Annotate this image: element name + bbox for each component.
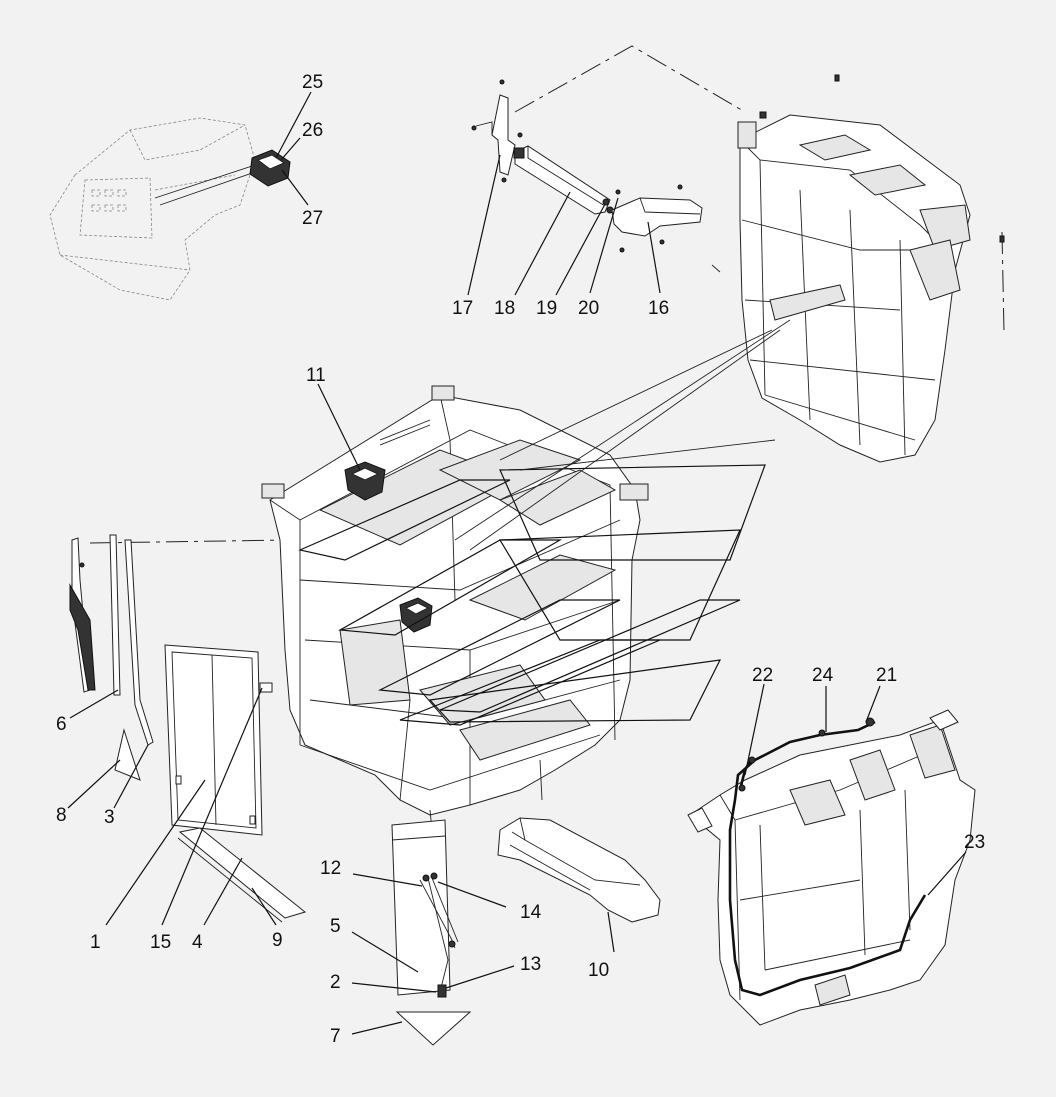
callout-11: 11: [306, 365, 326, 386]
callout-12: 12: [320, 858, 341, 879]
callout-3: 3: [104, 807, 115, 828]
cab-frame-lower-right: [687, 709, 976, 1026]
callout-26: 26: [302, 120, 323, 141]
callout-7: 7: [330, 1026, 341, 1047]
leader-link-1: [454, 319, 791, 541]
wiring-harness-21-22-23-24: [728, 717, 927, 997]
cab-frame-upper-right: [711, 74, 1005, 463]
callout-25: 25: [302, 72, 323, 93]
wiper-motor-front: [399, 597, 433, 633]
leader-lines: [67, 91, 967, 1035]
door-glass-1: [164, 644, 273, 836]
callout-13: 13: [520, 954, 541, 975]
callout-18: 18: [494, 298, 515, 319]
callout-15: 15: [150, 932, 171, 953]
callout-10: 10: [588, 960, 609, 981]
callout-24: 24: [812, 665, 834, 686]
wiper-blade-6: [69, 537, 96, 693]
rear-window-5: [391, 819, 451, 996]
callout-8: 8: [56, 805, 67, 826]
leader-link-5: [539, 759, 543, 801]
air-duct-10: [497, 817, 661, 923]
callout-19: 19: [536, 298, 557, 319]
seal-strip-3: [109, 534, 154, 746]
callout-5: 5: [330, 916, 341, 937]
callout-17: 17: [452, 298, 473, 319]
callout-14: 14: [520, 902, 542, 923]
callout-21: 21: [876, 665, 897, 686]
film-7: [395, 1011, 472, 1046]
cover-16: [611, 184, 703, 253]
leader-link-2: [469, 329, 781, 551]
wiper-motor-11: [344, 461, 386, 501]
decal-stripes: [298, 464, 766, 726]
callout-9: 9: [272, 930, 283, 951]
leader-link-4: [519, 439, 776, 471]
callout-27: 27: [302, 208, 323, 229]
assembly-line-right: [1001, 231, 1005, 333]
callout-16: 16: [648, 298, 669, 319]
callout-4: 4: [192, 932, 203, 953]
leader-link-3: [499, 329, 773, 461]
callout-23: 23: [964, 832, 985, 853]
callout-20: 20: [578, 298, 599, 319]
switch-25-26-27: [249, 149, 291, 187]
callout-6: 6: [56, 714, 67, 735]
wiper-arm-12-13-14: [419, 872, 459, 998]
bracket-17: [471, 79, 523, 183]
callout-1: 1: [90, 932, 101, 953]
duct-18: [513, 145, 611, 215]
callout-22: 22: [752, 665, 773, 686]
callout-2: 2: [330, 972, 341, 993]
assembly-line-left: [89, 539, 291, 544]
assembly-line-top: [514, 45, 746, 113]
film-8: [114, 728, 141, 781]
callout-labels: 1 2 3 4 5 6 7 8 9 10 11 12 13 14 15 16 1…: [56, 72, 985, 1047]
dashboard-panel: [49, 117, 256, 301]
